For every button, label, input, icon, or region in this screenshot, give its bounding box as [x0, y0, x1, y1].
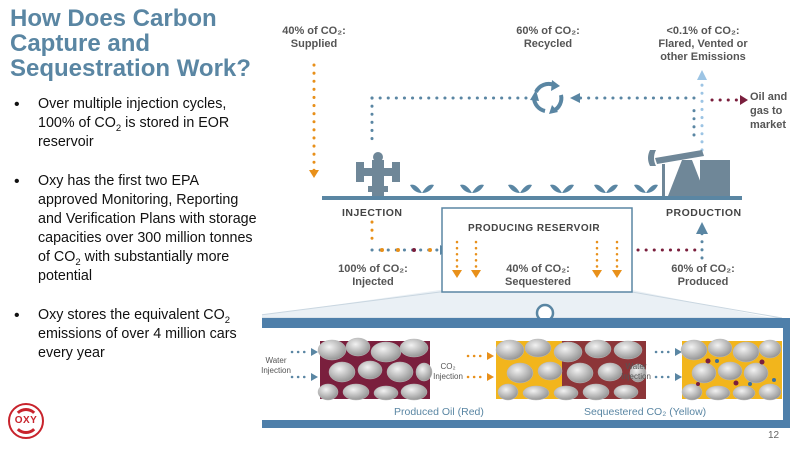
sequestered-caption: Sequestered CO₂ (Yellow)	[584, 406, 707, 418]
oxy-logo: OXY	[8, 403, 44, 439]
logo-ring-icon	[13, 408, 39, 434]
produced-oil-caption: Produced Oil (Red)	[394, 406, 484, 418]
supplied-arrowhead	[309, 170, 319, 178]
co2-injection-label: CO₂ Injection	[433, 362, 463, 381]
rock-panel-co2	[495, 338, 647, 401]
bullet-list: Over multiple injection cycles, 100% of …	[12, 95, 257, 383]
ground-line	[322, 196, 742, 200]
ccs-diagram: 40% of CO₂: Supplied 60% of CO₂: Recycle…	[261, 0, 800, 450]
oil-market-label: Oil and gas to market	[750, 91, 788, 131]
bullet-item: Over multiple injection cycles, 100% of …	[12, 95, 257, 152]
sequestered-arrowheads	[452, 270, 622, 278]
sequestered-arrows	[455, 240, 619, 270]
bullet-item: Oxy stores the equivalent CO2 emissions …	[12, 306, 257, 363]
rock-panel-sequestered	[680, 338, 782, 401]
supplied-label: 40% of CO₂: Supplied	[282, 25, 346, 50]
page-number: 12	[768, 430, 780, 441]
logo-text: OXY	[14, 415, 38, 426]
diagram-graphics	[262, 63, 790, 428]
injection-label: INJECTION	[342, 207, 403, 219]
injected-label: 100% of CO₂: Injected	[338, 263, 408, 288]
pump-jack-icon	[648, 150, 730, 196]
sequestered-label: 40% of CO₂: Sequestered	[504, 263, 572, 288]
plant-icons	[410, 184, 658, 193]
produced-label: 60% of CO₂: Produced	[671, 263, 735, 288]
production-arrowhead	[696, 222, 708, 234]
rock-panel-oil	[317, 337, 433, 401]
reservoir-label: PRODUCING RESERVOIR	[468, 223, 601, 234]
flared-arrowhead	[697, 70, 707, 80]
water-injection-label-2: Water Injection	[621, 362, 651, 381]
page-title: How Does Carbon Capture and Sequestratio…	[10, 5, 251, 82]
recycle-arrowhead-top	[570, 93, 580, 103]
left-panel: How Does Carbon Capture and Sequestratio…	[0, 0, 262, 450]
oil-market-arrowhead	[740, 95, 748, 105]
injection-line	[370, 220, 442, 252]
reservoir-box	[441, 207, 633, 293]
zoom-funnel	[262, 290, 772, 318]
recycle-icon	[530, 80, 564, 114]
water-injection-label-1: Water Injection	[261, 356, 291, 375]
bullet-item: Oxy has the first two EPA approved Monit…	[12, 172, 257, 286]
wellhead-icon	[356, 152, 400, 196]
production-label: PRODUCTION	[666, 207, 742, 219]
flared-label: <0.1% of CO₂: Flared, Vented or other Em…	[658, 25, 748, 63]
recycled-label: 60% of CO₂: Recycled	[516, 25, 580, 50]
